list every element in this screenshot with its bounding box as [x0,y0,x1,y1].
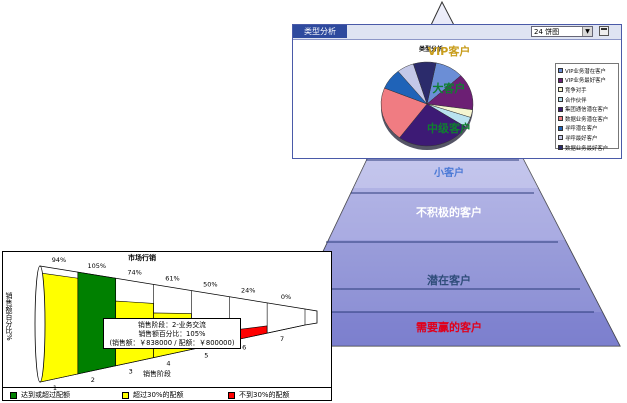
pyramid-tier-label: 大客户 [433,81,466,95]
tab-type-analysis[interactable]: 类型分析 [293,25,347,38]
chart-type-select[interactable]: 24 饼图 ▼ [531,26,593,37]
pie-slice [399,103,466,147]
pie-legend-item: 集团通信潜在客户 [558,104,616,114]
tooltip-line-1: 销售阶段：2-业务交流 [138,321,206,329]
pie-legend-item: 寻呼潜在客户 [558,124,616,134]
market-legend-item: 达到或超过配额 [10,390,70,400]
pie-legend-item: VIP业务潜在客户 [558,66,616,76]
pie-legend-item: 合作伙伴 [558,95,616,105]
market-legend-item: 不到30%的配额 [228,390,290,400]
legend-label: 超过30%的配额 [133,391,184,399]
pyramid-tier-label: 不积极的客户 [416,205,482,219]
market-title: 市场行销 [128,254,156,262]
pie-slice [412,61,437,105]
pie-legend-item: 数据业务最好客户 [558,143,616,153]
legend-label: 寻呼最好客户 [565,135,598,142]
tooltip-line-3: (销售额：￥838000 / 配额：￥800000) [109,339,235,347]
market-legend: 达到或超过配额 超过30%的配额 不到30%的配额 [2,387,332,401]
pie-legend: VIP业务潜在客户 VIP业务最好客户竞争对手合作伙伴集团通信潜在客户数据业务潜在… [555,63,619,152]
legend-swatch [558,97,563,103]
legend-swatch [558,68,563,74]
funnel-value-label: 0% [281,293,291,301]
pyramid-tier-label: 中级客户 [427,121,471,135]
funnel-value-label: 94% [52,256,66,264]
pie-slice [380,87,428,139]
panel-titlebar: 类型分析 24 饼图 ▼ [293,25,621,40]
funnel-cap [34,265,46,383]
pyramid-tier-label: 潜在客户 [427,273,471,287]
pie-legend-item: 数据业务潜在客户 [558,114,616,124]
funnel-category-label: 6 [242,343,246,351]
pyramid-tier-label: VIP客户 [428,44,471,58]
pyramid-tier-label: 小客户 [433,166,464,179]
legend-label: 数据业务最好客户 [565,145,609,152]
funnel-value-label: 74% [127,268,141,276]
pyramid-tier-label: 需要赢的客户 [416,320,482,334]
market-y-axis-label: 销售额百分比% [5,292,13,341]
tooltip-line-2: 销售额百分比：105% [138,330,206,338]
funnel-category-label: 4 [166,360,170,368]
market-x-axis-label: 销售阶段 [143,370,171,378]
funnel-value-label: 105% [87,262,106,270]
legend-swatch [228,391,235,399]
legend-swatch [558,145,563,151]
legend-label: 数据业务潜在客户 [565,116,609,123]
market-legend-item: 超过30%的配额 [122,390,184,400]
legend-label: 集团通信潜在客户 [565,107,609,114]
legend-label: 合作伙伴 [565,97,587,104]
legend-label: 不到30%的配额 [239,391,290,399]
legend-label: 达到或超过配额 [21,391,70,399]
legend-label: VIP业务最好客户 [565,78,606,85]
funnel-bar[interactable] [39,272,79,383]
funnel-category-label: 1 [53,384,57,392]
funnel-value-label: 61% [165,274,179,282]
pie-legend-item: 竞争对手 [558,85,616,95]
pie-legend-item: VIP业务最好客户 [558,76,616,86]
legend-swatch [558,87,563,93]
legend-swatch [10,391,17,399]
legend-swatch [122,391,129,399]
legend-swatch [558,135,563,141]
minimize-icon[interactable] [599,26,609,36]
funnel-tooltip: 销售阶段：2-业务交流 销售额百分比：105% (销售额：￥838000 / 配… [103,318,241,349]
pie-legend-item: 寻呼最好客户 [558,133,616,143]
pie-title: 类型分析 [419,45,443,53]
chevron-down-icon: ▼ [582,27,592,36]
funnel-category-label: 7 [280,335,284,343]
funnel-category-label: 3 [129,368,133,376]
funnel-category-label: 5 [204,351,208,359]
chart-type-value: 24 饼图 [534,28,560,36]
pie-chart [380,61,474,150]
funnel-category-label: 2 [91,376,95,384]
legend-label: 寻呼潜在客户 [565,126,598,133]
legend-swatch [558,77,563,83]
legend-label: 竞争对手 [565,87,587,94]
legend-swatch [558,125,563,131]
legend-label: VIP业务潜在客户 [565,68,606,75]
legend-swatch [558,106,563,112]
funnel-value-label: 50% [203,281,217,289]
legend-swatch [558,116,563,122]
funnel-value-label: 24% [241,287,255,295]
